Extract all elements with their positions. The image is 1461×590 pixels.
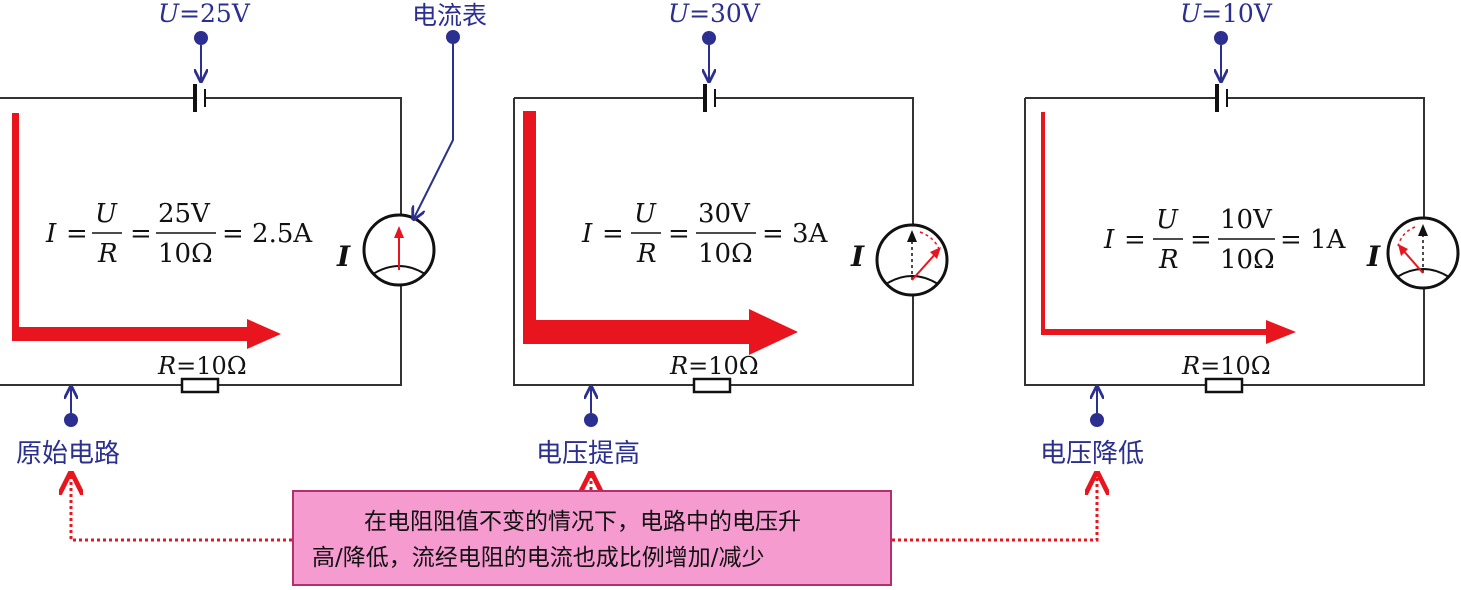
current-symbol: I xyxy=(1366,240,1381,273)
formula-result: = 3A xyxy=(762,219,829,249)
note-connectors xyxy=(71,476,1097,542)
ammeter-needle xyxy=(911,251,938,281)
circuit-original: U=25V I = U R = 25V 10Ω = 2.5A I 电流表 R xyxy=(0,0,487,469)
fraction-denominator: R xyxy=(1158,245,1179,275)
ohms-law-formula: I = U R = 10V 10Ω = 1A xyxy=(1103,205,1347,275)
caption-raised-voltage: 电压提高 xyxy=(536,439,640,469)
note-line-1: 在电阻阻值不变的情况下，电路中的电压升 xyxy=(364,509,801,535)
caption-probe-dot xyxy=(584,413,598,427)
current-flow-arrow xyxy=(523,111,798,355)
ammeter xyxy=(875,223,949,297)
formula-lhs: I xyxy=(45,219,57,249)
ammeter-needle xyxy=(1401,248,1424,274)
fraction-denominator: 10Ω xyxy=(698,239,753,269)
caption-lowered-voltage: 电压降低 xyxy=(1040,439,1144,469)
resistor-symbol xyxy=(1204,377,1244,394)
fraction-numerator: U xyxy=(95,199,118,229)
resistor-label: R=10Ω xyxy=(669,352,759,380)
fraction-numerator: 10V xyxy=(1220,205,1273,235)
ammeter xyxy=(362,213,436,287)
resistor-label: R=10Ω xyxy=(1181,352,1271,380)
resistor-symbol xyxy=(692,377,732,394)
ammeter-callout-label: 电流表 xyxy=(412,1,487,30)
resistor-label: R=10Ω xyxy=(157,352,247,380)
ohms-law-formula: I = U R = 30V 10Ω = 3A xyxy=(581,199,829,269)
fraction-numerator: 30V xyxy=(698,199,751,229)
svg-text:=: = xyxy=(66,219,88,249)
ammeter xyxy=(1386,216,1460,290)
fraction-numerator: U xyxy=(1156,205,1179,235)
circuit-wire xyxy=(1024,97,1425,386)
note-line-2: 高/降低，流经电阻的电流也成比例增加/减少 xyxy=(312,545,765,571)
resistor-symbol xyxy=(180,377,220,394)
fraction-denominator: R xyxy=(636,239,657,269)
callout-dot xyxy=(446,30,460,44)
current-symbol: I xyxy=(850,240,865,273)
connector-to-lowered xyxy=(892,476,1097,542)
fraction-denominator: 10Ω xyxy=(1220,245,1275,275)
voltage-probe-dot xyxy=(1214,31,1228,45)
voltage-probe-dot xyxy=(194,31,208,45)
formula-result: = 2.5A xyxy=(222,219,313,249)
caption-probe-dot xyxy=(64,413,78,427)
explanation-note: 在电阻阻值不变的情况下，电路中的电压升 高/降低，流经电阻的电流也成比例增加/减… xyxy=(292,490,892,586)
fraction-denominator: 10Ω xyxy=(158,239,213,269)
svg-text:=: = xyxy=(1124,225,1146,255)
current-symbol: I xyxy=(336,240,351,273)
svg-text:=: = xyxy=(668,219,690,249)
voltage-label: U=10V xyxy=(1180,0,1273,28)
current-flow-arrow xyxy=(12,113,281,349)
connector-to-original xyxy=(71,476,292,542)
caption-original-circuit: 原始电路 xyxy=(16,439,120,469)
battery-symbol xyxy=(703,84,716,112)
circuit-lowered-voltage: U=10V I = U R = 10V 10Ω = 1A I R=10Ω 电压降… xyxy=(1024,0,1460,469)
ohms-law-formula: I = U R = 25V 10Ω = 2.5A xyxy=(45,199,313,269)
circuit-raised-voltage: U=30V I = U R = 30V 10Ω = 3A I R=10Ω 电压提… xyxy=(513,0,949,469)
caption-probe-dot xyxy=(1090,413,1104,427)
formula-result: = 1A xyxy=(1280,225,1347,255)
voltage-probe-dot xyxy=(702,31,716,45)
fraction-numerator: U xyxy=(634,199,657,229)
fraction-numerator: 25V xyxy=(158,199,211,229)
formula-lhs: I xyxy=(581,219,593,249)
callout-arrow xyxy=(414,44,454,218)
battery-symbol xyxy=(1215,84,1228,112)
svg-text:=: = xyxy=(1190,225,1212,255)
formula-lhs: I xyxy=(1103,225,1115,255)
svg-text:=: = xyxy=(602,219,624,249)
svg-text:=: = xyxy=(130,219,152,249)
battery-symbol xyxy=(193,84,206,112)
fraction-denominator: R xyxy=(97,239,118,269)
voltage-label: U=25V xyxy=(158,0,251,28)
voltage-label: U=30V xyxy=(668,0,761,28)
